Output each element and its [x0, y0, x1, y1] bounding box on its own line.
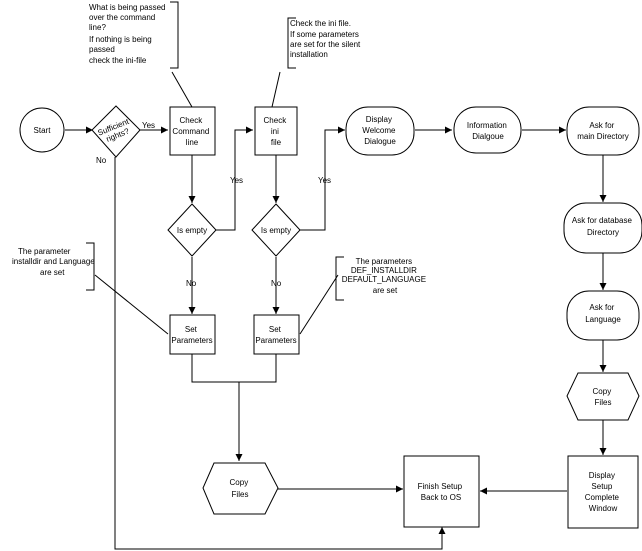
display-setup-complete-box: Display Setup Complete Window	[567, 455, 639, 529]
set-parameters-1-box: Set Parameters	[169, 314, 216, 355]
rights-no-label: No	[96, 156, 107, 165]
check-command-line-label: Check Command line	[172, 116, 211, 147]
note-bracket-ini	[287, 17, 296, 69]
empty2-no-label: No	[271, 279, 282, 288]
ask-language-label: Ask for Language	[585, 303, 621, 324]
sufficient-rights-decision: Sufficient rights?	[91, 105, 141, 158]
edge-empty2-yes	[300, 126, 345, 231]
empty1-no-label: No	[186, 279, 197, 288]
display-welcome-label: Display Welcome Dialogue	[362, 115, 397, 146]
ask-language-node: Ask for Language	[566, 290, 640, 341]
rights-yes-label: Yes	[142, 121, 155, 130]
copy-files-right-label: Copy Files	[593, 387, 614, 407]
command-line-note: What is being passed over the command li…	[89, 3, 168, 65]
set-parameters-2-box: Set Parameters	[253, 314, 300, 355]
start-node: Start	[19, 107, 65, 153]
ask-main-directory-node: Ask for main Directory	[566, 106, 640, 156]
is-empty-2-decision: Is empty	[251, 203, 301, 257]
information-dialogue-label: Information Dialgoue	[467, 121, 509, 141]
display-setup-complete-label: Display Setup Complete Window	[585, 471, 621, 513]
check-ini-file-label: Check ini file	[264, 116, 289, 147]
note-bracket-cmdline	[170, 1, 179, 69]
empty2-yes-label: Yes	[318, 176, 331, 185]
start-label: Start	[34, 126, 52, 135]
edge-rights-no	[114, 157, 446, 550]
note-leader-set-params-1	[94, 274, 169, 335]
ask-database-directory-label: Ask for database Directory	[572, 216, 634, 237]
finish-setup-box: Finish Setup Back to OS	[403, 455, 480, 528]
ini-file-note: Check the ini file. If some parameters a…	[290, 19, 363, 59]
note-bracket-set-params-1	[86, 242, 95, 291]
finish-setup-label: Finish Setup Back to OS	[418, 482, 465, 502]
check-command-line-box: Check Command line	[169, 106, 216, 156]
set-params-2-note: The parameters DEF_INSTALLDIR DEFAULT_LA…	[342, 257, 429, 295]
note-leader-ini	[271, 71, 281, 108]
ask-database-directory-node: Ask for database Directory	[563, 202, 642, 254]
display-welcome-node: Display Welcome Dialogue	[345, 106, 415, 156]
check-ini-file-box: Check ini file	[254, 106, 298, 156]
set-params-1-note: The parameter installdir and Language ar…	[12, 247, 97, 277]
information-dialogue-node: Information Dialgoue	[453, 106, 522, 154]
note-leader-set-params-2	[299, 274, 339, 335]
set-parameters-1-label: Set Parameters	[171, 325, 212, 345]
is-empty-1-decision: Is empty	[167, 203, 217, 257]
set-parameters-2-label: Set Parameters	[255, 325, 296, 345]
copy-files-left-node: Copy Files	[202, 462, 279, 515]
edge-empty1-yes	[216, 126, 253, 231]
copy-files-right-node: Copy Files	[566, 372, 640, 421]
empty1-yes-label: Yes	[230, 176, 243, 185]
is-empty-1-label: Is empty	[177, 226, 207, 235]
copy-files-left-label: Copy Files	[230, 478, 251, 499]
note-bracket-set-params-2	[335, 256, 344, 301]
is-empty-2-label: Is empty	[261, 226, 291, 235]
note-leader-cmdline	[171, 71, 193, 108]
edge-set-params-merge	[191, 354, 277, 383]
ask-main-directory-label: Ask for main Directory	[577, 121, 629, 141]
